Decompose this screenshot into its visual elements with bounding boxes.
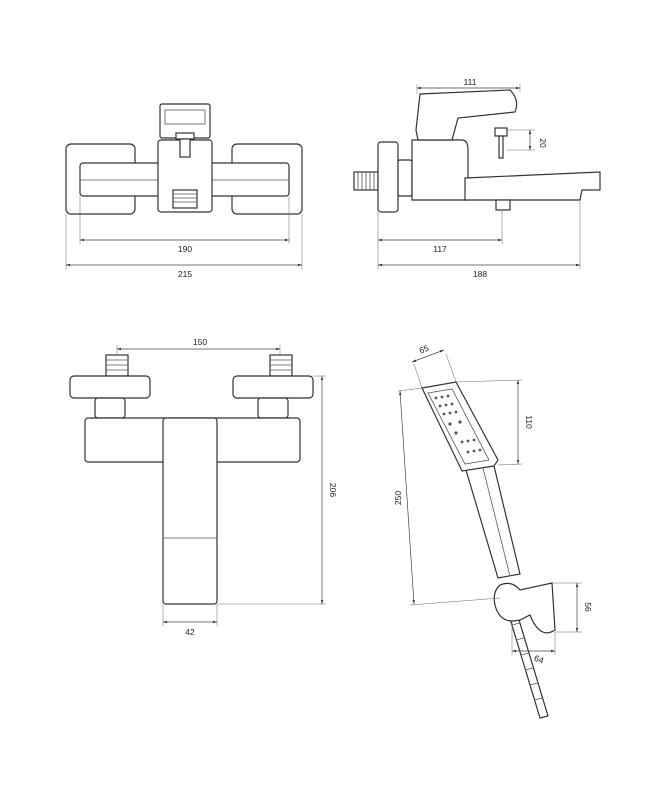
- shower-handle: [465, 465, 521, 579]
- outlet-thread: [172, 189, 198, 209]
- view-hand-shower-set: 65 110 250 56 64: [393, 343, 593, 719]
- diverter-knob: [179, 138, 191, 158]
- view-front-shower-mixer: 150 206 42: [69, 337, 338, 637]
- dim-label-190: 190: [178, 244, 192, 254]
- dim-label-42: 42: [185, 627, 195, 637]
- spout: [464, 171, 601, 201]
- dim-label-206: 206: [328, 483, 338, 497]
- right-escutcheon: [232, 375, 314, 399]
- view-side-bath-mixer: 111 20 117 188: [353, 77, 601, 279]
- left-nut: [94, 397, 126, 419]
- dim-label-20: 20: [538, 138, 548, 148]
- dim-label-215: 215: [178, 269, 192, 279]
- diverter-side: [498, 135, 504, 159]
- view-front-bath-mixer: 190 215: [65, 103, 303, 279]
- body-side: [411, 139, 469, 201]
- dim-label-250: 250: [393, 491, 403, 505]
- dim-label-111: 111: [464, 77, 477, 87]
- right-inlet-thread: [269, 354, 293, 377]
- dim-label-117: 117: [433, 244, 447, 254]
- dim-label-150: 150: [193, 337, 207, 347]
- dim-label-64: 64: [533, 653, 546, 666]
- lever-side: [415, 89, 518, 141]
- right-nut: [257, 397, 289, 419]
- escutcheon-side: [377, 141, 399, 213]
- dim-label-110: 110: [524, 415, 534, 429]
- left-escutcheon: [69, 375, 151, 399]
- shower-lever: [162, 417, 218, 605]
- dim-label-188: 188: [473, 269, 487, 279]
- spray-nozzles: [434, 394, 482, 454]
- left-inlet-thread: [105, 354, 129, 377]
- shower-holder: [493, 582, 556, 634]
- shower-head: [421, 381, 499, 472]
- dim-label-65: 65: [418, 343, 431, 356]
- dim-label-56: 56: [583, 602, 593, 612]
- nut: [397, 159, 413, 197]
